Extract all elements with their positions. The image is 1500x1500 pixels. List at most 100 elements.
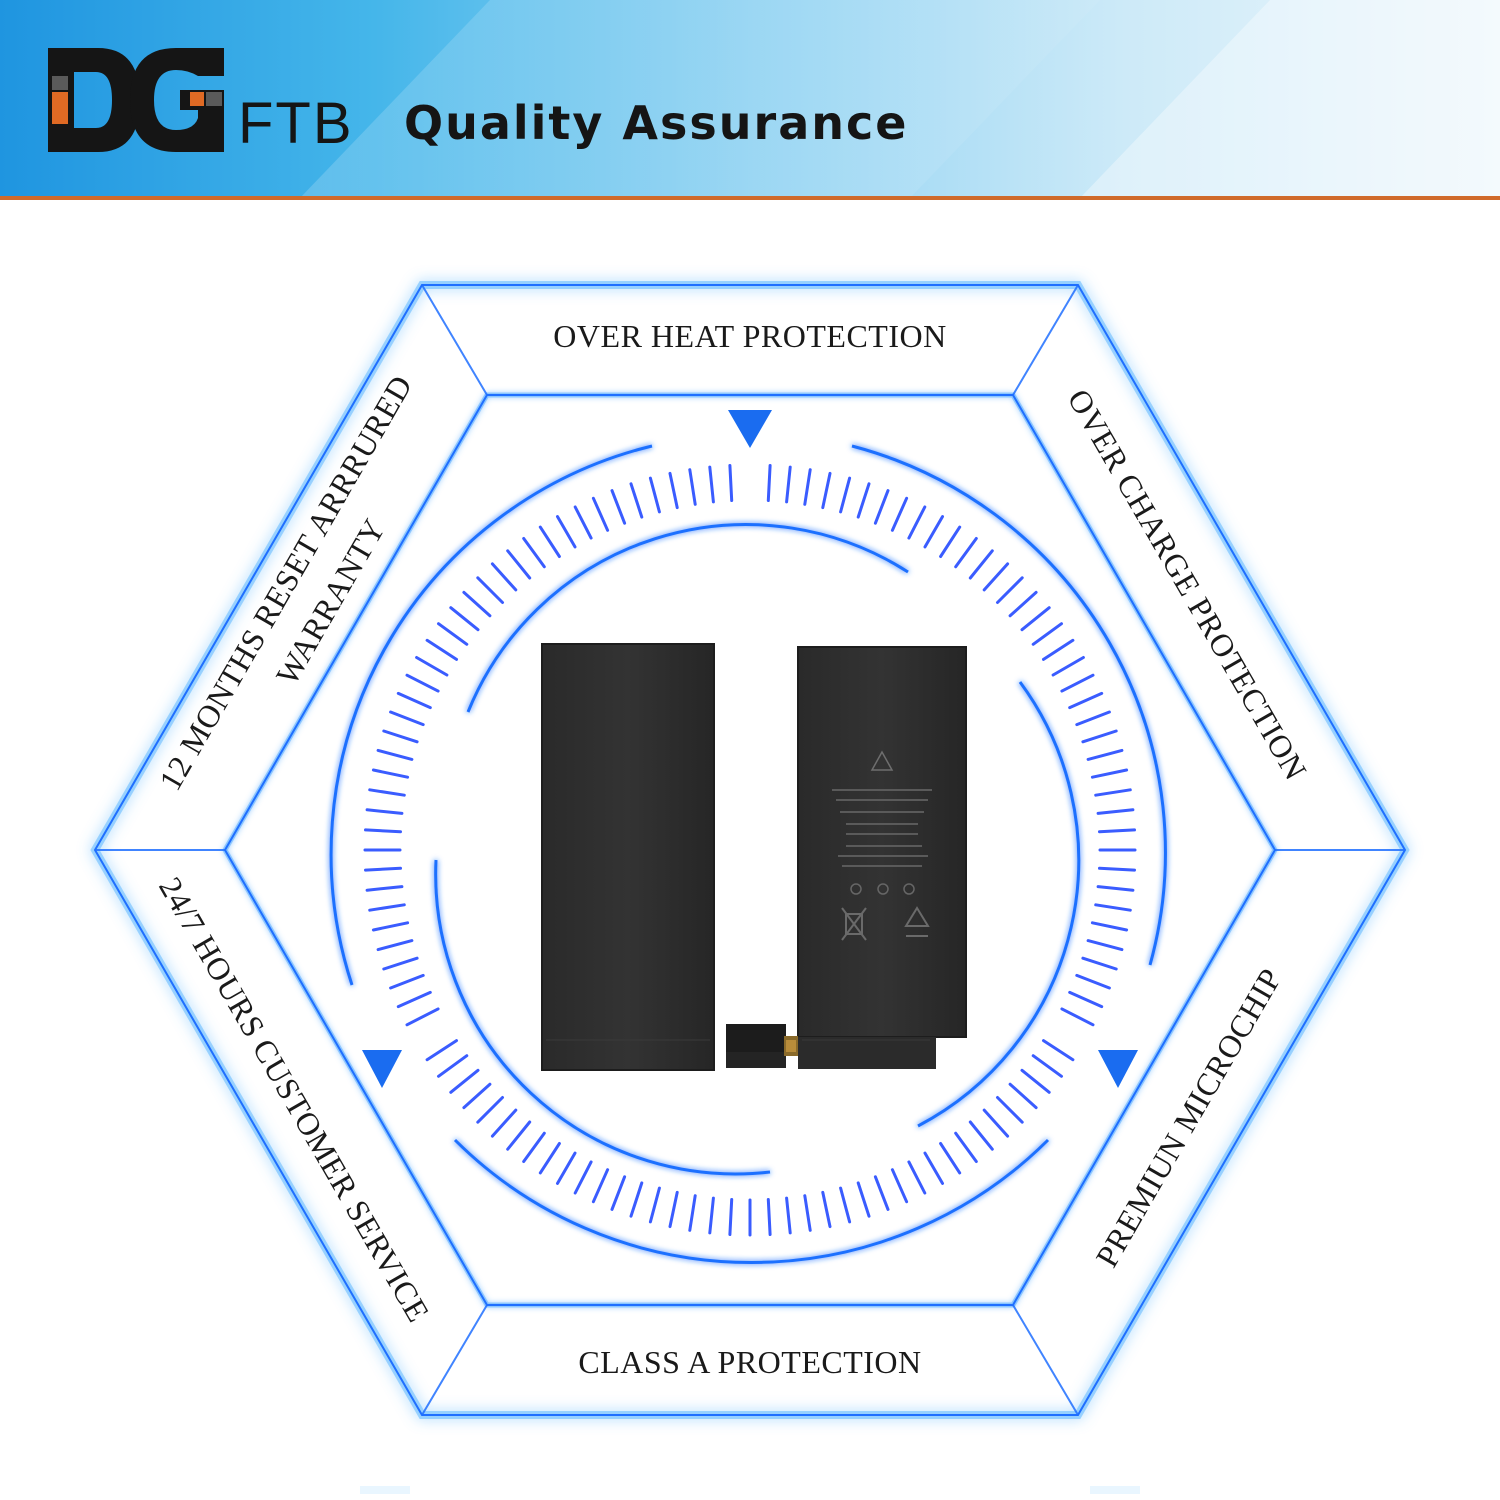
tick-mark [839, 1186, 852, 1224]
tick-mark [1096, 885, 1135, 892]
tick-mark [1094, 788, 1132, 797]
tick-mark [405, 1007, 440, 1027]
tick-mark [490, 1108, 518, 1138]
tick-mark [1008, 1082, 1038, 1110]
tick-mark [506, 1120, 532, 1151]
header-divider [0, 196, 1500, 200]
tick-mark [907, 1160, 927, 1195]
tick-mark [923, 1151, 944, 1185]
tick-mark [368, 788, 406, 797]
tick-mark [629, 1181, 644, 1218]
cert-icons [850, 883, 915, 895]
triangle-marker-left-icon [362, 1050, 402, 1088]
tick-mark [821, 471, 832, 510]
tick-mark [708, 1196, 715, 1235]
header-banner: FTB Quality Assurance [0, 0, 1500, 198]
tick-mark [629, 482, 644, 519]
tick-mark [365, 808, 404, 815]
tick-mark [382, 956, 419, 971]
feature-label-lower-left: 24/7 HOURS CUSTOMER SERVICE [152, 871, 437, 1328]
battery-product-image [541, 643, 967, 1071]
tick-mark [688, 1194, 697, 1232]
tick-mark [425, 1039, 458, 1062]
outer-ring-arcs [329, 444, 1167, 1264]
tick-mark [396, 990, 432, 1009]
tick-mark [1031, 622, 1063, 646]
tick-mark [1008, 590, 1038, 618]
tick-mark [1096, 808, 1135, 815]
tick-mark [437, 1054, 469, 1078]
tick-mark [803, 468, 812, 506]
tick-mark [954, 1131, 978, 1163]
inner-ring-arcs [434, 523, 1081, 1176]
tick-mark [591, 496, 610, 532]
battery-cell-left [541, 643, 715, 1071]
tick-mark [425, 638, 458, 661]
tick-mark [522, 1131, 546, 1163]
tick-mark [982, 1108, 1010, 1138]
tick-mark [648, 1186, 661, 1224]
tick-mark [1060, 673, 1095, 693]
tick-mark [1094, 903, 1132, 912]
battery-connector [726, 1024, 798, 1068]
tick-ring [363, 464, 1137, 1237]
tick-mark [573, 505, 593, 540]
tick-mark [365, 885, 404, 892]
tick-mark [1075, 710, 1111, 727]
tick-mark [648, 476, 661, 514]
tick-mark [1090, 921, 1129, 932]
tick-mark [728, 464, 734, 502]
brand-suffix: FTB [238, 91, 354, 156]
tick-mark [437, 622, 469, 646]
tick-mark [462, 590, 492, 618]
tick-mark [490, 562, 518, 592]
tick-mark [923, 515, 944, 549]
tick-mark [1068, 691, 1104, 710]
tick-mark [1098, 828, 1136, 834]
tick-mark [371, 921, 410, 932]
tick-mark [556, 1151, 577, 1185]
tick-mark [476, 576, 504, 604]
tick-mark [1042, 638, 1075, 661]
tick-mark [839, 476, 852, 514]
tick-mark [785, 1196, 792, 1235]
tick-mark [364, 828, 402, 834]
tick-mark [449, 1068, 480, 1094]
tick-mark [856, 1181, 871, 1218]
tick-mark [890, 1168, 909, 1204]
tick-mark [396, 691, 432, 710]
feature-label-bottom: CLASS A PROTECTION [578, 1344, 921, 1380]
tick-mark [668, 471, 679, 510]
triangle-marker-right-icon [1098, 1050, 1138, 1088]
hexagon-connectors [95, 284, 1405, 1416]
tick-mark [610, 489, 627, 525]
tick-mark [1075, 973, 1111, 990]
tick-mark [556, 515, 577, 549]
outer-hexagon [90, 281, 1410, 1419]
triangle-marker-top-icon [728, 410, 772, 448]
tick-mark [708, 465, 715, 504]
tick-mark [1060, 1007, 1095, 1027]
tick-mark [415, 656, 449, 677]
battery-cell-right [797, 646, 967, 1069]
tick-mark [610, 1175, 627, 1211]
tick-mark [538, 1142, 561, 1175]
tick-mark [766, 1198, 772, 1236]
no-trash-bin-icon [841, 907, 867, 941]
tick-mark [890, 496, 909, 532]
tick-mark [376, 748, 414, 761]
tick-mark [939, 525, 962, 558]
tick-mark [688, 468, 697, 506]
tick-mark [856, 482, 871, 519]
tick-mark [573, 1160, 593, 1195]
tick-mark [803, 1194, 812, 1232]
tick-mark [462, 1082, 492, 1110]
tick-mark [371, 768, 410, 779]
tick-mark [476, 1096, 504, 1124]
tick-mark [766, 464, 772, 502]
tick-mark [996, 576, 1024, 604]
tick-mark [1020, 1068, 1051, 1094]
tick-mark [376, 939, 414, 952]
tick-mark [522, 537, 546, 569]
warning-icon [870, 750, 894, 771]
